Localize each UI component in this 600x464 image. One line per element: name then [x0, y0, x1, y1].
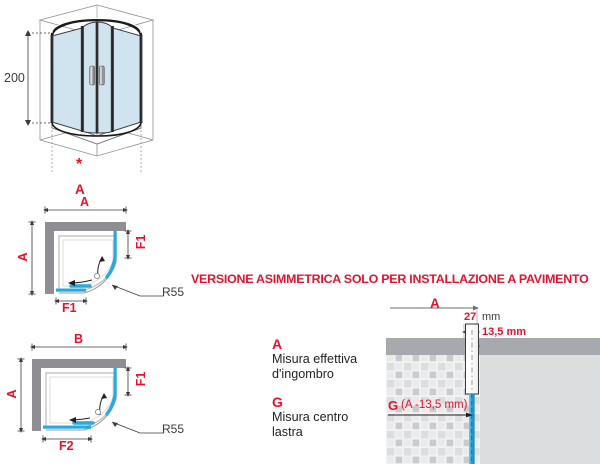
iso-top-rail [50, 18, 143, 38]
asym-right-dim-label: F1 [134, 371, 148, 387]
iso-bottom-rail [51, 121, 142, 137]
detail-g-dimension [388, 412, 473, 418]
iso-glass-right [112, 27, 142, 132]
detail-section-view: A 27 mm 13,5 mm G (A -13,5 mm) [386, 294, 600, 464]
iso-center-meeting-stile [95, 21, 99, 134]
detail-gray-band [386, 338, 600, 355]
sym-bottom-dim-label: F1 [62, 301, 77, 315]
asym-top-dim-label: B [74, 332, 84, 346]
sym-right-dim-label: F1 [134, 234, 148, 250]
sym-fixed-panel-bottom [56, 288, 86, 292]
asym-left-dimension [17, 357, 25, 433]
sym-fixed-panel-right [113, 231, 117, 257]
asym-door-leaf-right [105, 393, 117, 416]
asym-wall-top [32, 359, 126, 368]
iso-height-label: 200 [4, 71, 25, 85]
legend-desc-a: Misura effettiva d'ingombro [272, 352, 358, 381]
sym-top-dim-label: A [80, 195, 90, 209]
sym-slide-arrows [68, 256, 105, 286]
asym-radius-leader [111, 421, 164, 434]
detail-g-key-label: G [388, 398, 399, 413]
detail-dim-27-unit: mm [482, 311, 501, 323]
detail-dim-135-label: 13,5 mm [482, 326, 527, 338]
asym-wall-left [32, 359, 41, 431]
iso-door-edge-right [110, 26, 114, 132]
sym-left-dim-label: A [16, 252, 30, 262]
legend-key-a: A [272, 336, 283, 352]
detail-dim-27-label: 27 [464, 311, 477, 323]
banner-title: VERSIONE ASIMMETRICA SOLO PER INSTALLAZI… [191, 272, 589, 286]
iso-asterisk-marker: * [76, 156, 83, 173]
iso-handle-left [89, 65, 96, 86]
asym-left-dim-label: A [5, 389, 19, 399]
detail-mosaic-tiles [386, 354, 480, 464]
iso-profile-left [50, 35, 54, 123]
sym-bottom-f1-dimension [54, 297, 88, 305]
detail-g-formula-label: (A -13,5 mm) [401, 399, 468, 411]
asym-slide-arrows [69, 393, 107, 423]
isometric-shower-svg [25, 4, 155, 172]
detail-floor-area [480, 354, 600, 464]
legend-block: A Misura effettiva d'ingombro G Misura c… [272, 336, 382, 456]
sym-top-dimension [43, 206, 128, 214]
iso-glass-left [51, 27, 83, 132]
asym-right-f1-dimension [124, 366, 132, 397]
iso-top-rail-highlight [51, 18, 142, 34]
asym-top-dimension [30, 343, 128, 351]
sym-wall-left [45, 222, 54, 294]
iso-door-edge-left [80, 26, 84, 132]
detail-section-svg [386, 305, 600, 464]
asym-radius-label: R55 [162, 422, 185, 436]
iso-handle-right [98, 65, 105, 86]
asym-fixed-panel-right [113, 368, 117, 394]
sym-right-f1-dimension [124, 229, 132, 260]
sym-tray-inner [62, 239, 114, 287]
iso-height-dimension [25, 30, 50, 126]
iso-profile-right [139, 35, 143, 123]
plan-symmetric-svg [28, 206, 164, 305]
asym-bottom-dim-label: F2 [59, 439, 74, 453]
sym-left-dimension [28, 220, 36, 296]
legend-desc-g: Misura centro lastra [272, 410, 349, 439]
plan-symmetric-view: A A F1 F1 R55 [12, 195, 187, 315]
sym-radius-leader [111, 284, 164, 297]
asym-bottom-f2-dimension [41, 435, 93, 443]
isometric-view: 200 * A [0, 0, 190, 197]
iso-width-label: A [75, 182, 85, 197]
plan-asymmetric-svg [17, 343, 164, 443]
sym-door-leaf-right [105, 256, 117, 279]
iso-width-extension-lines [51, 130, 142, 172]
sym-radius-label: R55 [162, 285, 185, 299]
plan-asymmetric-view: B A F1 F2 R55 [5, 332, 187, 457]
sym-wall-top [45, 222, 126, 231]
asym-fixed-panel-bottom [43, 425, 91, 429]
legend-key-g: G [272, 394, 283, 410]
detail-top-dim-label: A [430, 296, 440, 311]
